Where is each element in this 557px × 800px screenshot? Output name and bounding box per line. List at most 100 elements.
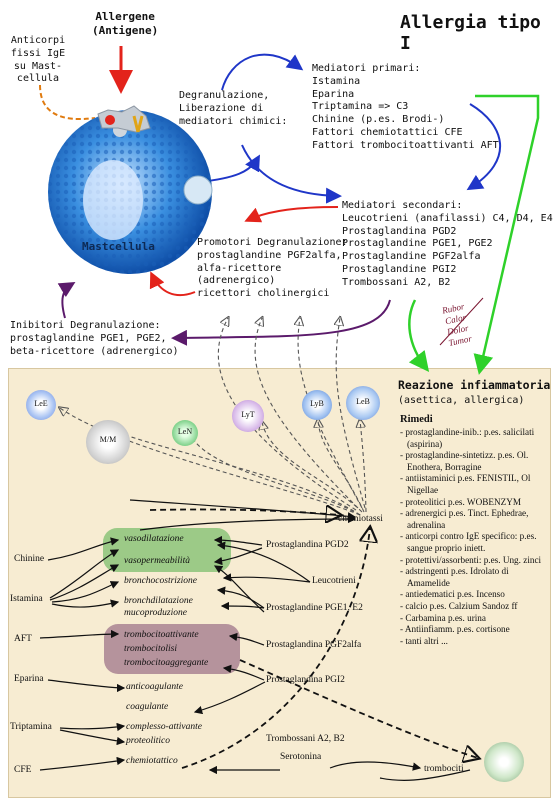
secondary-mediators-heading: Mediatori secondari:: [342, 200, 463, 211]
list-item: - prostaglandine-sintetizz. p.es. Ol. En…: [400, 450, 529, 472]
primary-mediators: Mediatori primari: Istamina Eparina Trip…: [312, 63, 499, 153]
list-item: - adstringenti p.es. Idrolato di Amameli…: [400, 566, 509, 588]
antibodies-label: Anticorpi fissi IgE su Mast- cellula: [10, 35, 66, 85]
arrow-secondary-reaction: [408, 299, 430, 372]
list-item: Prostaglandine PGF2alfa: [342, 251, 481, 263]
effect-anticoagulante: anticoagulante: [126, 682, 183, 692]
effect-coagulante: coagulante: [126, 702, 169, 712]
chemotaxis-label: chemiotassi: [338, 514, 383, 524]
antibody-connector: [39, 84, 96, 120]
effect-vasopermeabilita: vasopermeabilità: [124, 556, 190, 566]
mediator-triptamina: Triptamina: [10, 722, 52, 732]
effect-bronchocostrizione: bronchocostrizione: [124, 576, 198, 586]
degranulation-inhibitors: Inibitori Degranulazione: prostaglandine…: [10, 320, 179, 358]
remedies-heading: Rimedi: [400, 414, 433, 425]
list-item: (adrenergico): [197, 275, 276, 287]
effect-proteolitico: proteolitico: [126, 736, 170, 746]
platelet-effects-highlight: [104, 624, 240, 674]
arrow-primary-reaction: [473, 94, 540, 375]
mediator-leucotrieni: Leucotrieni: [312, 576, 356, 586]
remedies-list: Rimedi - prostaglandine-inib.: p.es. sal…: [400, 414, 545, 647]
mast-cell-label: Mastcellula: [82, 240, 155, 253]
mediator-pgf2alfa: Prostaglandina PGF2alfa: [266, 640, 362, 650]
list-item: Leucotrieni (anafilassi) C4, D4, E4: [342, 212, 553, 224]
vascular-effects-highlight: [103, 528, 231, 572]
list-item: Istamina: [312, 75, 361, 87]
list-item: - adrenergici p.es. Tinct. Ephedrae, adr…: [400, 508, 529, 530]
list-item: - anticorpi contro IgE specifico: p.es. …: [400, 531, 537, 553]
list-item: ricettori cholinergici: [197, 288, 330, 300]
list-item: Prostaglandina PGD2: [342, 225, 457, 237]
mediator-pgi2: Prostaglandina PGI2: [266, 675, 345, 685]
list-item: - Antiinfiamm. p.es. cortisone: [400, 624, 510, 635]
secondary-mediators: Mediatori secondari: Leucotrieni (anafil…: [342, 200, 553, 290]
list-item: Fattori chemiotattici CFE: [312, 126, 463, 138]
arrow-to-primary: [221, 53, 304, 91]
mediator-pge: Prostaglandine PGE1, E2: [266, 603, 363, 613]
list-item: Prostaglandine PGE1, PGE2: [342, 238, 493, 250]
mm-dashed-arrow: [149, 509, 340, 515]
mediator-trombossani: Trombossani A2, B2: [266, 734, 345, 744]
eosinophil-cell: LeE: [26, 390, 56, 420]
list-item: - antiistaminici p.es. FENISTIL, Ol Nige…: [400, 473, 531, 495]
arrow-secondary-promoters: [244, 206, 339, 223]
inhibitors-heading: Inibitori Degranulazione:: [10, 320, 161, 331]
list-item: beta-ricettore (adrenergico): [10, 345, 179, 357]
effect-trombocitolisi: trombocitolisi: [124, 644, 177, 654]
mediator-istamina: Istamina: [10, 594, 43, 604]
mediator-pgd2: Prostaglandina PGD2: [266, 540, 349, 550]
mediator-aft: AFT: [14, 634, 32, 644]
list-item: - prostaglandine-inib.: p.es. salicilati…: [400, 427, 535, 449]
mast-cell-illustration: [48, 105, 213, 274]
promoters-heading: Promotori Degranulazione:: [197, 237, 348, 248]
platelets-label: trombociti: [424, 764, 464, 774]
effect-trombocitoattivante: trombocitoattivante: [124, 630, 199, 640]
list-item: Triptamina => C3: [312, 101, 409, 113]
mediator-eparina: Eparina: [14, 674, 44, 684]
platelet-dashed-arrow: [239, 659, 478, 758]
list-item: Prostaglandine PGI2: [342, 263, 457, 275]
chemotaxis-dashed-arrow: [181, 528, 370, 769]
neutrophil-cell: LeN: [172, 420, 198, 446]
signs-connector: [439, 297, 484, 346]
b-lymphocyte-cell: LyB: [302, 390, 332, 420]
arrow-to-secondary: [241, 144, 342, 204]
list-item: Chinine (p.es. Brodi-): [312, 114, 445, 126]
effect-complesso-attivante: complesso-attivante: [126, 722, 202, 732]
effect-chemiotattico: chemiotattico: [126, 756, 178, 766]
list-item: alfa-ricettore: [197, 262, 282, 274]
mediator-cfe: CFE: [14, 765, 32, 775]
list-item: - calcio p.es. Calzium Sandoz ff: [400, 600, 518, 611]
list-item: Fattori trombocitoattivanti AFT: [312, 139, 499, 151]
list-item: Trombossani A2, B2: [342, 276, 451, 288]
effect-bronchdilatazione: bronchdilatazione: [124, 596, 193, 606]
list-item: - tanti altri ...: [400, 635, 448, 646]
degranulation-label: Degranulazione, Liberazione di mediatori…: [179, 90, 288, 127]
allergen-label: Allergene (Antigene): [92, 10, 159, 37]
degranulation-promoters: Promotori Degranulazione: prostaglandine…: [197, 237, 348, 301]
list-item: - proteolitici p.es. WOBENZYM: [400, 496, 522, 507]
effect-trombocitoaggregante: trombocitoaggregante: [124, 658, 209, 668]
list-item: - antiedematici p.es. Incenso: [400, 589, 505, 600]
primary-mediators-heading: Mediatori primari:: [312, 63, 421, 74]
list-item: prostaglandine PGF2alfa,: [197, 249, 342, 261]
t-lymphocyte-cell: LyT: [232, 400, 264, 432]
list-item: - Carbamina p.es. urina: [400, 612, 486, 623]
page-title: Allergia tipo I: [400, 12, 541, 54]
platelet-cell: [484, 742, 524, 782]
effect-vasodilatazione: vasodilatazione: [124, 534, 184, 544]
effect-mucoproduzione: mucoproduzione: [124, 608, 187, 618]
list-item: - protettivi/assorbenti: p.es. Ung. zinc…: [400, 554, 542, 565]
basophil-cell: LeB: [346, 386, 380, 420]
arrow-primary-secondary: [466, 103, 501, 191]
mediator-serotonina: Serotonina: [280, 752, 322, 762]
arrow-inhibitors-cell: [57, 281, 76, 319]
macrophage-cell: M/M: [86, 420, 130, 464]
list-item: prostaglandine PGE1, PGE2,: [10, 332, 167, 344]
arrow-secondary-inhibitors: [171, 299, 391, 346]
list-item: Eparina: [312, 88, 355, 100]
reaction-title: Reazione infiammatoria: [398, 378, 551, 392]
arrow-promoters-cell: [149, 271, 196, 297]
mediator-chinine: Chinine: [14, 554, 45, 564]
